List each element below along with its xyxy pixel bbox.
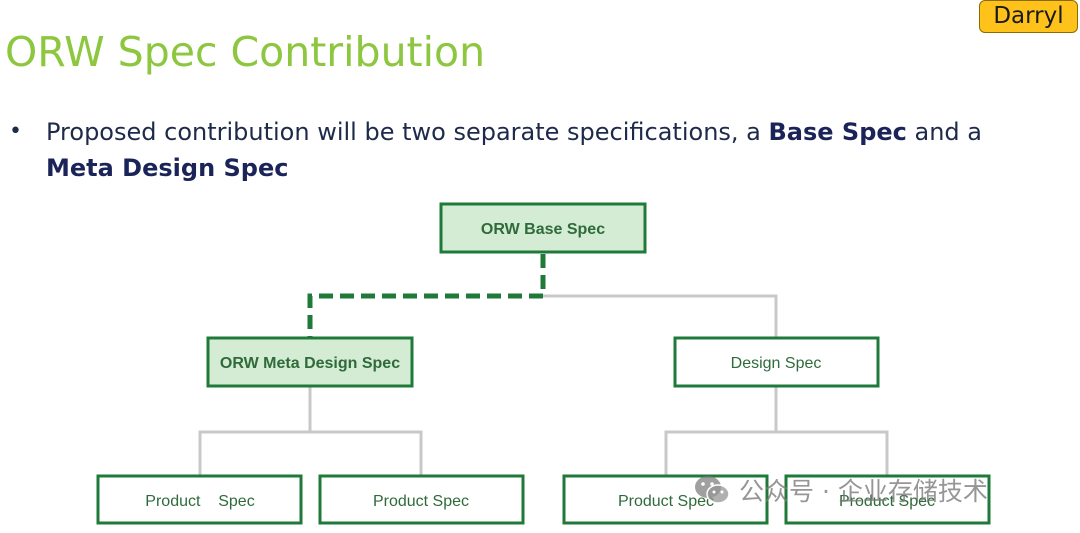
watermark-text: 公众号 · 企业存储技术: [739, 477, 988, 506]
node-orw-base-spec: ORW Base Spec: [439, 202, 647, 254]
node-product-spec-2: Product Spec: [318, 474, 525, 525]
speaker-tag: Darryl: [979, 0, 1078, 33]
wechat-icon: [693, 473, 731, 507]
node-label: ORW Meta Design Spec: [220, 355, 400, 372]
connector-design-to-products: [664, 387, 778, 476]
bullet-bold-meta-design-spec: Meta Design Spec: [46, 154, 289, 182]
node-label: Product Spec: [839, 493, 935, 510]
connector-design-to-product-4: [776, 430, 889, 476]
node-orw-meta-design-spec: ORW Meta Design Spec: [206, 336, 414, 388]
connector-meta-to-products: [198, 387, 312, 476]
node-product-spec-3: Product Spec: [562, 474, 769, 525]
node-label: Product Spec: [145, 493, 254, 510]
bullet-bold-base-spec: Base Spec: [768, 118, 907, 146]
connector-lines: [198, 294, 889, 476]
watermark: 公众号 · 企业存储技术: [693, 470, 988, 510]
node-design-spec: Design Spec: [673, 336, 880, 388]
node-label: Design Spec: [731, 355, 822, 372]
bullet-icon: •: [9, 119, 22, 144]
bullet-text-part: Proposed contribution will be two separa…: [46, 118, 769, 146]
node-product-spec-4: Product Spec: [784, 474, 991, 525]
node-label: Product Spec: [373, 493, 469, 510]
bullet-text: Proposed contribution will be two separa…: [46, 114, 1056, 186]
connector-root-to-meta-dashed: [307, 254, 546, 338]
node-product-spec-1: Product Spec: [96, 474, 303, 525]
node-label: Product Spec: [618, 493, 714, 510]
bullet-text-part: and a: [906, 118, 983, 146]
node-label: ORW Base Spec: [481, 221, 605, 238]
connector-meta-to-product-2: [310, 430, 423, 476]
connector-root-to-design-spec: [543, 294, 778, 338]
page-title: ORW Spec Contribution: [5, 28, 486, 76]
